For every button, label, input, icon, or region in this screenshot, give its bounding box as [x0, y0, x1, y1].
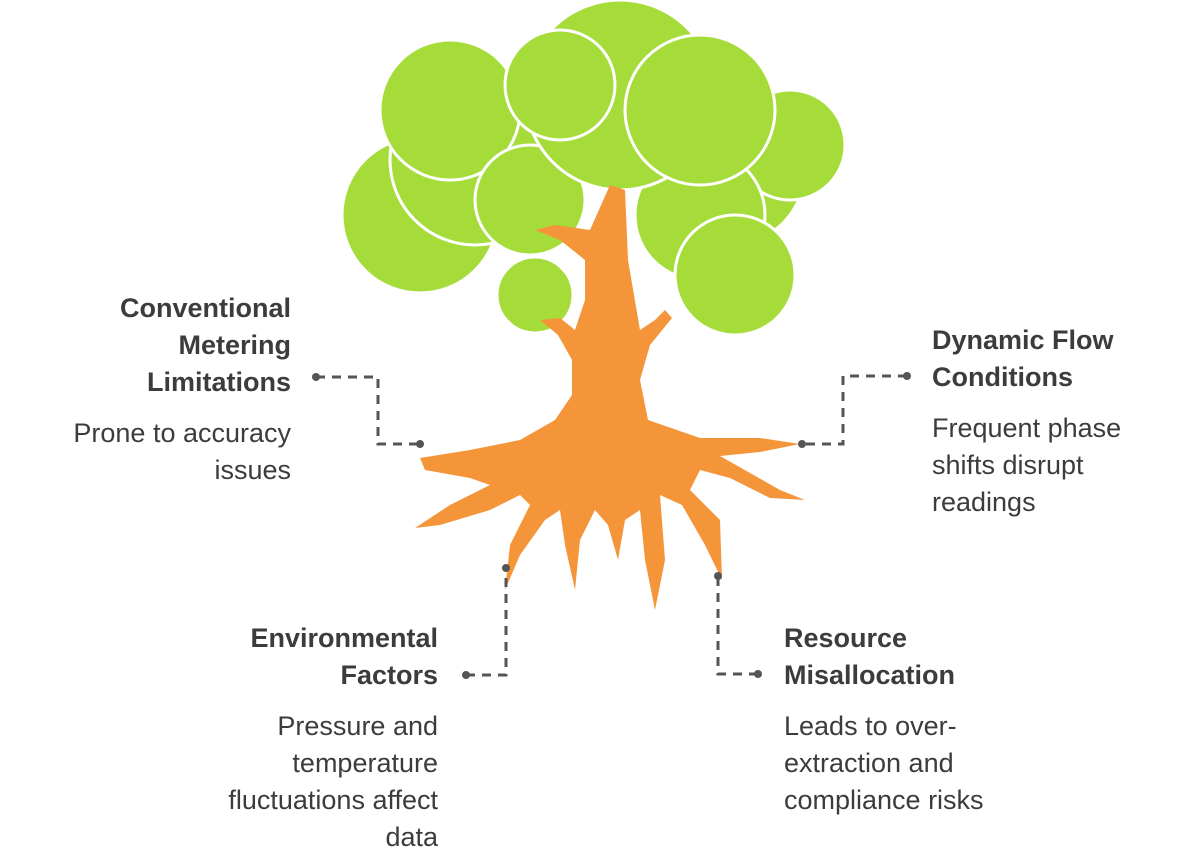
label-description: Leads to over- extraction and compliance…	[784, 711, 984, 815]
tree-foliage	[340, 0, 847, 337]
dot-dynamic-label	[903, 372, 911, 380]
label-description: Pressure and temperature fluctuations af…	[228, 711, 438, 852]
label-resource-misallocation: Resource Misallocation Leads to over- ex…	[784, 620, 1044, 819]
connector-environmental-factors	[466, 568, 508, 677]
label-description: Frequent phase shifts disrupt readings	[932, 413, 1122, 517]
dot-resource-label	[754, 670, 762, 678]
label-dynamic-flow: Dynamic Flow Conditions Frequent phase s…	[932, 322, 1182, 521]
connector-dynamic-flow	[802, 374, 907, 446]
label-title: Resource Misallocation	[784, 623, 956, 690]
label-conventional-metering: Conventional Metering Limitations Prone …	[0, 290, 291, 489]
connector-conventional-metering	[316, 375, 420, 446]
dot-environmental-tree	[502, 564, 510, 572]
label-environmental-factors: Environmental Factors Pressure and tempe…	[178, 620, 438, 856]
label-title: Conventional Metering Limitations	[119, 293, 291, 397]
connector-resource-misallocation	[716, 576, 758, 676]
dot-conventional-tree	[416, 440, 424, 448]
dot-resource-tree	[714, 572, 722, 580]
connector-dots	[312, 372, 911, 679]
label-title: Dynamic Flow Conditions	[932, 325, 1114, 392]
connectors	[316, 374, 907, 677]
label-description: Prone to accuracy issues	[73, 418, 291, 485]
tree-trunk	[415, 185, 805, 610]
label-title: Environmental Factors	[250, 623, 438, 690]
dot-environmental-label	[462, 671, 470, 679]
dot-dynamic-tree	[798, 440, 806, 448]
dot-conventional-label	[312, 373, 320, 381]
